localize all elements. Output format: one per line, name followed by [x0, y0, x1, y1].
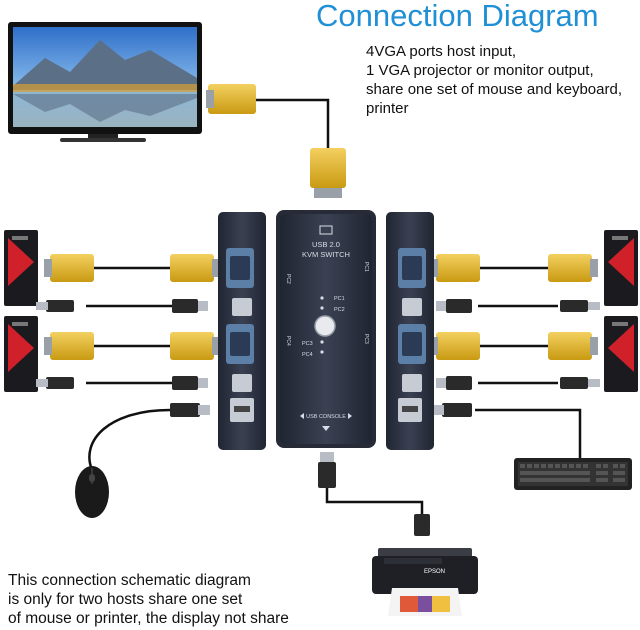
pc-tower-3	[604, 230, 638, 306]
side-pc-label: PC1	[363, 262, 369, 272]
printer: EPSON	[372, 548, 478, 616]
pc4-label: PC4	[302, 352, 313, 358]
pc3-label: PC3	[302, 341, 313, 347]
pc-tower-2	[4, 316, 38, 392]
usb-cable-connector	[36, 299, 210, 417]
description-line: 1 VGA projector or monitor output,	[366, 62, 594, 79]
select-button[interactable]	[314, 315, 336, 337]
printer-brand: EPSON	[424, 569, 445, 575]
usb-console-label: USB CONSOLE	[306, 414, 346, 420]
diagram-title: Connection Diagram	[316, 0, 599, 33]
note-line: of mouse or printer, the display not sha…	[8, 610, 289, 627]
side-pc-label: PC2	[285, 274, 291, 284]
switch-model-line2: KVM SWITCH	[302, 250, 350, 259]
switch-side-panel-left	[218, 212, 266, 450]
usb-cable-connector	[432, 299, 600, 417]
pc1-label: PC1	[334, 296, 345, 302]
vga-cable-connector	[310, 148, 346, 198]
vga-cable-connector	[206, 84, 256, 114]
switch-side-panel-right	[386, 212, 434, 450]
cables	[86, 98, 582, 520]
description-line: share one set of mouse and keyboard,	[366, 81, 622, 98]
note-line: This connection schematic diagram	[8, 572, 251, 589]
pc2-label: PC2	[334, 307, 345, 313]
usb-cable-connector	[318, 452, 430, 536]
side-pc-label: PC4	[285, 336, 291, 346]
vga-cable-connector	[44, 254, 220, 360]
keyboard	[514, 458, 632, 490]
pc-tower-1	[4, 230, 38, 306]
kvm-switch: USB 2.0 KVM SWITCH PC1 PC2 PC3 PC4 PC2 P…	[276, 210, 376, 448]
description-line: printer	[366, 100, 409, 117]
description-line: 4VGA ports host input,	[366, 43, 517, 60]
switch-model-line1: USB 2.0	[312, 240, 340, 249]
side-pc-label: PC3	[363, 334, 369, 344]
monitor	[8, 22, 202, 142]
mouse	[75, 466, 109, 518]
schematic-note: This connection schematic diagram is onl…	[8, 571, 289, 628]
pc-tower-4	[604, 316, 638, 392]
description-text: 4VGA ports host input, 1 VGA projector o…	[366, 42, 622, 118]
note-line: is only for two hosts share one set	[8, 591, 243, 608]
